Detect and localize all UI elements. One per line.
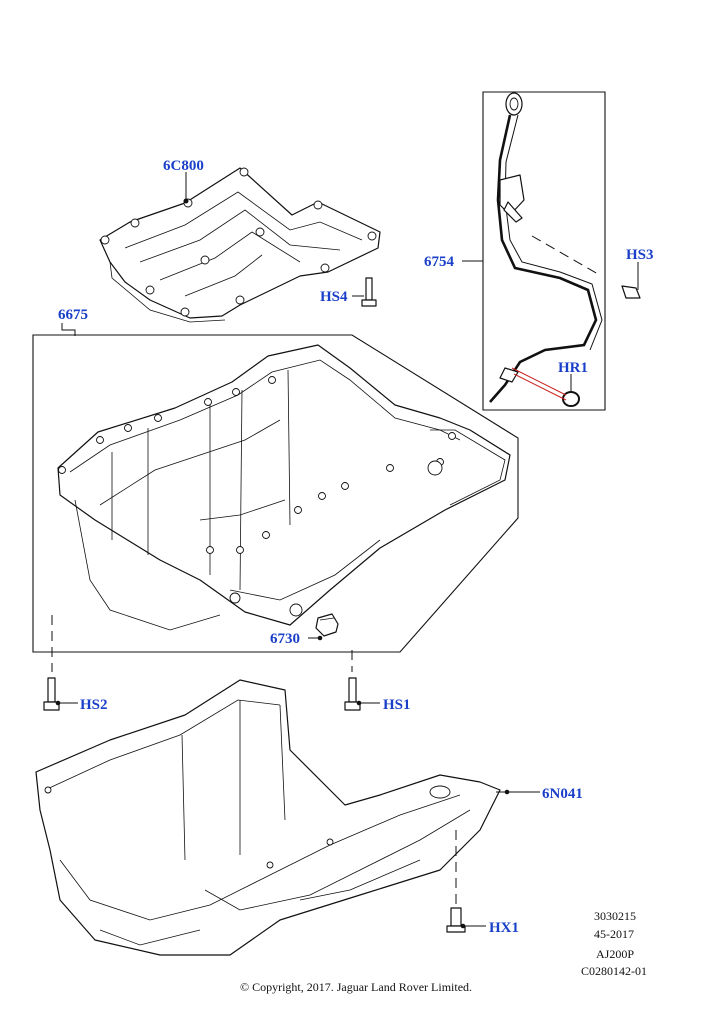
lower-oil-pan-part[interactable] — [35, 679, 501, 956]
callout-6n041: 6N041 — [542, 786, 583, 802]
reference-line-1: 3030215 — [594, 909, 636, 923]
callout-hr1: HR1 — [558, 360, 588, 376]
reference-line-4: C0280142-01 — [581, 964, 647, 978]
gasket-oil-pan-part[interactable] — [57, 344, 511, 631]
dipstick-tube-part[interactable] — [489, 92, 603, 403]
bolt-hs2-part[interactable] — [43, 677, 60, 711]
callout-hs3: HS3 — [626, 247, 654, 263]
copyright-notice: © Copyright, 2017. Jaguar Land Rover Lim… — [239, 980, 473, 994]
drain-plug-6730-part[interactable] — [315, 613, 339, 637]
bolt-hs4-part[interactable] — [361, 277, 377, 307]
gasket-frame — [32, 334, 519, 653]
callout-6c800: 6C800 — [163, 158, 204, 174]
callout-6675: 6675 — [58, 307, 88, 323]
callout-hs4: HS4 — [320, 289, 348, 305]
bolt-hs3-part[interactable] — [621, 285, 641, 299]
callout-hs1: HS1 — [383, 697, 411, 713]
callout-hx1: HX1 — [489, 920, 519, 936]
callout-6730: 6730 — [270, 631, 300, 647]
callout-hs2: HS2 — [80, 697, 108, 713]
baffle-plate-part[interactable] — [99, 167, 381, 323]
plug-hx1-part[interactable] — [446, 907, 466, 933]
callout-6754: 6754 — [424, 254, 455, 270]
dipstick-frame — [482, 91, 606, 411]
reference-line-3: AJ200P — [596, 947, 634, 961]
o-ring-hr1-part[interactable] — [562, 391, 580, 407]
reference-line-2: 45-2017 — [594, 927, 634, 941]
bolt-hs1-part[interactable] — [344, 677, 361, 711]
